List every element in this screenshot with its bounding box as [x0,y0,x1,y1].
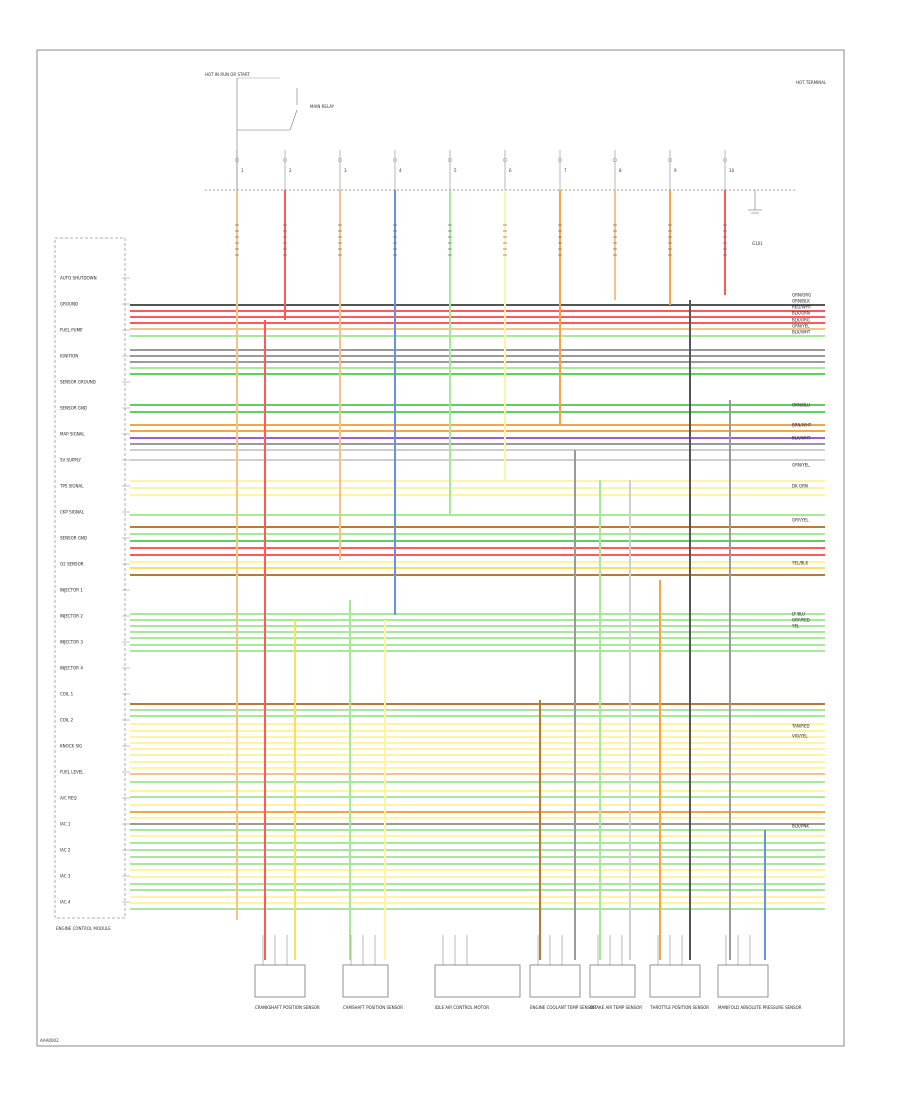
ecm-pin-label: SENSOR GROUND [60,380,96,385]
ecm-pin-label: INJECTOR 2 [60,614,83,619]
right-wire-label: BLK/ORG [792,318,810,323]
fuse-6-label: 6 [509,168,512,173]
fuse-9-label: 9 [674,168,677,173]
right-wire-label: YEL [791,624,800,629]
right-wire-label: GRN/YEL [792,324,810,329]
ecm-pin-label: SENSOR GND [60,536,87,541]
fuse-2-terminal [283,158,287,162]
right-wire-label: LT BLU [792,612,805,617]
fuse-3-terminal [338,158,342,162]
component-label: CRANKSHAFT POSITION SENSOR [255,1005,320,1010]
right-wire-label: BLK/GRN [792,311,810,316]
fuse-2-label: 2 [289,168,292,173]
right-wire-label: ORN/BLU [792,403,810,408]
fuse-6-terminal [503,158,507,162]
ground-symbol: G101 [748,190,763,246]
fuse-5-label: 5 [454,168,457,173]
component-box [254,964,306,998]
top-bus-label: HOT IN RUN OR START [205,72,250,77]
component-box [434,964,521,998]
component-label: IDLE AIR CONTROL MOTOR [435,1005,489,1010]
ecm-pin-label: GROUND [60,302,78,307]
ecm-pin-label: SENSOR GND [60,406,87,411]
right-wire-label: BLK/WHT [792,436,811,441]
component-box [342,964,389,998]
right-wire-label: ORN/BLK [792,299,810,304]
fuse-9-terminal [668,158,672,162]
component-box [589,964,636,998]
ecm-label: ENGINE CONTROL MODULE [56,926,111,931]
component-label: MANIFOLD ABSOLUTE PRESSURE SENSOR [718,1005,802,1010]
ecm-pin-label: COIL 1 [60,692,74,697]
ecm-pin-label: AUTO SHUTDOWN [60,276,97,281]
ecm-pin-label: CKP SIGNAL [60,510,85,515]
component-label: ENGINE COOLANT TEMP SENSOR [530,1005,596,1010]
right-wire-label: BRN/WHT [792,423,812,428]
top-right-note: HOT TERMINAL [796,80,827,85]
fuse-7-terminal [558,158,562,162]
component-label: THROTTLE POSITION SENSOR [649,1005,709,1010]
ecm-pin-label: FUEL PUMP [60,328,83,333]
fuse-3-label: 3 [344,168,347,173]
fuse-10-label: 10 [729,168,735,173]
right-wire-label: DK GRN [792,484,808,489]
main-relay: MAIN RELAY [237,88,335,131]
right-wire-label: VIO/YEL [792,734,808,739]
fuse-1-label: 1 [241,168,244,173]
ecm-pin-label: INJECTOR 3 [60,640,83,645]
fuse-1-terminal [235,158,239,162]
ecm-pin-label: INJECTOR 4 [60,666,83,671]
ecm-pin-label: COIL 2 [60,718,74,723]
fuse-4-terminal [393,158,397,162]
fuse-8-label: 8 [619,168,622,173]
ecm-pin-label: IAC 4 [60,900,71,905]
fuse-4-label: 4 [399,168,402,173]
ecm-pin-label: MAP SIGNAL [60,432,85,437]
ecm-pin-label: IAC 1 [60,822,71,827]
ecm-pin-label: TPS SIGNAL [59,484,84,489]
right-wire-label: GRY/RED [792,618,810,623]
ecm-pin-label: IAC 3 [60,874,71,879]
ecm-pin-label: A/C REQ [60,796,77,801]
fuse-10-terminal [723,158,727,162]
right-wire-label: YEL/BLK [791,561,809,566]
ecm-pin-label: KNOCK SIG [60,744,82,749]
right-wire-label: TAN/RED [791,724,810,729]
fuse-7-label: 7 [564,168,567,173]
ecm-pin-label: IAC 2 [60,848,71,853]
fuse-8-terminal [613,158,617,162]
ground-label: G101 [752,241,763,246]
component-label: INTAKE AIR TEMP SENSOR [590,1005,642,1010]
component-label: CAMSHAFT POSITION SENSOR [343,1005,403,1010]
ecm-pin-label: 5V SUPPLY [60,458,82,463]
right-wire-label: RED/WHT [792,305,812,310]
fuse-5-terminal [448,158,452,162]
ecm-pin-label: INJECTOR 1 [60,588,83,593]
component-box [649,964,701,998]
figure-code: AAA0002 [40,1038,59,1043]
component-box [529,964,581,998]
right-wire-label: BLK/PNK [792,824,809,829]
diagram-frame [36,49,845,1047]
relay-label: MAIN RELAY [310,104,335,109]
right-wire-label: GRN/ORG [792,293,811,298]
ecm-pin-label: O2 SENSOR [60,562,84,567]
right-wire-label: GRN/YEL [792,463,810,468]
component-box [717,964,769,998]
right-wire-label: GRY/YEL [792,518,809,523]
ecm-pin-label: FUEL LEVEL [60,770,84,775]
right-wire-label: BLK/WHT [792,330,811,335]
ecm-pin-label: IGNITION [60,354,78,359]
ecm-block [54,237,126,919]
